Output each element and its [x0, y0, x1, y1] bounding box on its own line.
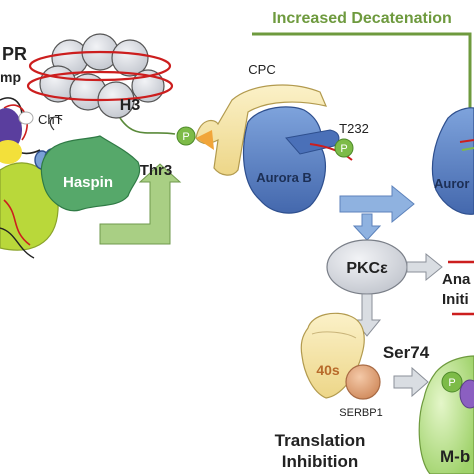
ribosome-40s-label: 40s	[316, 362, 340, 378]
white-bead	[18, 111, 34, 125]
cpc-label: CPC	[248, 62, 275, 77]
translation-label: Translation	[275, 431, 366, 450]
phospho-t232	[334, 138, 354, 158]
anaphase-initiation: Ana Initi	[442, 260, 474, 316]
pr-label: PR	[2, 44, 27, 64]
decatenation-banner: Increased Decatenation	[252, 10, 472, 120]
dna-lower	[0, 227, 35, 259]
inhibition-label: Inhibition	[282, 452, 358, 471]
mp-label: mp	[0, 69, 21, 85]
nucleosome: H3	[26, 33, 174, 119]
phospho-p-label-1: P	[182, 131, 189, 143]
aurora-b-kinase: P T232 Aurora B	[242, 106, 369, 214]
thr3-label: Thr3	[140, 162, 173, 179]
serbp1-to-mb-arrow	[393, 366, 429, 398]
ser74-label: Ser74	[383, 343, 430, 362]
aurora-to-right-arrow	[339, 184, 415, 224]
pkce-kinase: PKCε	[326, 239, 408, 295]
haspin-kinase: Haspin	[40, 135, 141, 212]
haspin-to-thr3-arrow	[99, 163, 182, 245]
t232-label: T232	[339, 121, 369, 136]
pkce-to-right-arrow	[406, 252, 443, 282]
banner-title: Increased Decatenation	[272, 10, 452, 27]
cht-connector	[49, 116, 63, 131]
serbp1-protein: SERBP1	[339, 364, 383, 419]
pkce-label: PKCε	[346, 260, 388, 277]
aurora-b-label: Aurora B	[256, 170, 312, 185]
cht-label: ChT	[38, 112, 63, 127]
haspin-label: Haspin	[63, 174, 113, 191]
dna-red-lower	[3, 199, 31, 246]
serbp1-label: SERBP1	[339, 407, 382, 419]
m-b-complex: P M-b	[418, 355, 474, 474]
phospho-thr3: P	[176, 126, 196, 146]
phospho-p-label-3: P	[448, 377, 455, 389]
yellow-protein	[0, 140, 22, 164]
m-b-label: M-b	[440, 447, 470, 466]
ana-label: Ana	[442, 271, 471, 288]
banner-frame	[252, 32, 472, 120]
aurora-b-right: Auror	[431, 107, 474, 215]
h3-label: H3	[120, 97, 141, 114]
initi-label: Initi	[442, 291, 469, 308]
phospho-p-label-2: P	[340, 143, 347, 155]
h3-tail	[119, 117, 176, 135]
aurora-b-right-label: Auror	[434, 176, 469, 191]
dna-wrap-1	[28, 50, 172, 82]
dna-wrap-2	[26, 70, 174, 102]
down-arrow-to-pkce	[352, 213, 382, 241]
cpc-complex: CPC	[195, 62, 328, 176]
